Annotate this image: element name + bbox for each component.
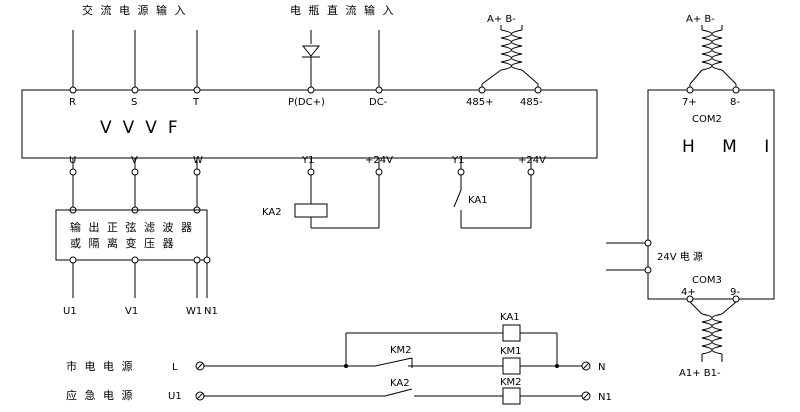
ab-label-right: A+ B- — [686, 14, 715, 25]
twisted-pair-485-icon: A+ B- — [481, 14, 539, 90]
filter-outputs — [69, 256, 211, 298]
ka1-contact-icon — [453, 189, 462, 208]
ac-input-label: 交 流 电 源 输 入 — [82, 3, 187, 17]
hmi-com3: COM3 — [692, 275, 722, 286]
term-Y1b: Y1 — [451, 155, 464, 166]
km2-coil-label: KM2 — [500, 377, 522, 388]
mains-line — [195, 357, 591, 371]
ka1-coil-label: KA1 — [500, 312, 520, 323]
emergency-line — [195, 387, 591, 405]
term-R: R — [69, 97, 76, 108]
hmi-24v-input — [606, 239, 652, 274]
N-label: N — [598, 362, 605, 373]
hmi-24v-label: 24V 电 源 — [657, 250, 703, 263]
vvvf-top-terminals — [69, 86, 542, 94]
dc-input-label: 电 瓶 直 流 输 入 — [290, 3, 395, 17]
dc-input — [301, 30, 380, 90]
term-P: P(DC+) — [288, 97, 325, 108]
mains-power-label: 市 电 电 源 — [66, 359, 135, 373]
out-V1: V1 — [125, 306, 138, 317]
term-485plus: 485+ — [466, 97, 493, 108]
a1b1-label: A1+ B1- — [679, 368, 721, 379]
term-Y1a: Y1 — [301, 155, 314, 166]
ka2-contact-label: KA2 — [390, 378, 410, 389]
term-DCminus: DC- — [369, 97, 388, 108]
ka1-contact-label: KA1 — [468, 195, 488, 206]
hmi-7p: 7+ — [682, 97, 697, 108]
N1-label: N1 — [598, 392, 612, 403]
L-label: L — [172, 362, 178, 373]
km2-coil-icon — [502, 387, 521, 405]
ka1-contact-circuit — [453, 175, 532, 229]
hmi-title: H M I — [682, 137, 780, 157]
vvvf-title: VVVF — [100, 118, 189, 138]
hmi-box — [647, 89, 775, 300]
term-W: W — [193, 155, 203, 166]
diode-icon — [301, 45, 321, 57]
emergency-power-label: 应 急 电 源 — [66, 388, 135, 402]
term-S: S — [131, 97, 137, 108]
U1-label: U1 — [168, 391, 182, 402]
ka1-coil-branch — [345, 324, 558, 366]
out-N1: N1 — [204, 306, 218, 317]
ka2-coil-circuit — [294, 175, 380, 229]
ka2-coil-label: KA2 — [262, 207, 282, 218]
hmi-9m: 9- — [730, 287, 740, 298]
km2-contact-label: KM2 — [390, 345, 412, 356]
out-W1: W1 — [186, 306, 202, 317]
twisted-pair-hmi-bottom-icon — [686, 295, 740, 362]
ac-input-lines — [72, 30, 198, 90]
uvw-wires — [69, 175, 201, 214]
twisted-pair-hmi-top-icon: A+ B- — [686, 14, 737, 90]
term-T: T — [192, 97, 200, 108]
filter-box — [55, 209, 208, 261]
ka1-coil-icon — [502, 324, 521, 342]
term-plus24b: +24V — [518, 155, 546, 166]
hmi-8m: 8- — [730, 97, 740, 108]
hmi-com2-top: COM2 — [692, 114, 722, 125]
out-U1: U1 — [63, 306, 77, 317]
km1-coil-icon — [502, 357, 521, 375]
vvvf-bottom-terminals — [69, 158, 535, 176]
km1-coil-label: KM1 — [500, 346, 522, 357]
ka2-coil-icon — [294, 203, 328, 218]
term-485minus: 485- — [520, 97, 543, 108]
filter-line2: 或 隔 离 变 压 器 — [70, 236, 175, 250]
hmi-4p: 4+ — [681, 287, 696, 298]
ab-label-left: A+ B- — [487, 14, 516, 25]
filter-line1: 输 出 正 弦 滤 波 器 — [70, 220, 194, 234]
